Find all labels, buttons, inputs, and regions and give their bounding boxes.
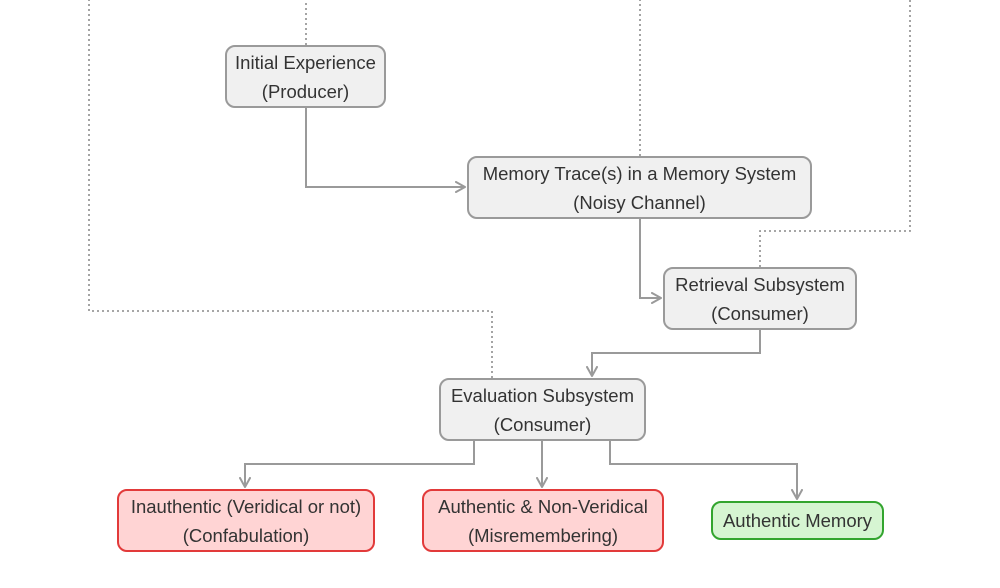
- node-label-line2: (Confabulation): [182, 524, 310, 546]
- node-label-line1: Inauthentic (Veridical or not): [130, 495, 362, 517]
- node-retrieval-subsystem: Retrieval Subsystem (Consumer): [663, 267, 857, 330]
- node-label-line1: Retrieval Subsystem: [675, 273, 845, 295]
- node-label-line2: (Misremembering): [467, 524, 619, 546]
- feedback-line-evaluation: [88, 0, 493, 378]
- connectors: [239, 108, 803, 500]
- feedback-line-retrieval: [759, 0, 911, 267]
- node-label-line2: (Consumer): [711, 302, 809, 324]
- node-evaluation-subsystem: Evaluation Subsystem (Consumer): [439, 378, 646, 441]
- connector-evaluation-to-inauthentic: [239, 441, 475, 488]
- node-memory-trace: Memory Trace(s) in a Memory System (Nois…: [467, 156, 812, 219]
- connector-initial-to-trace: [305, 108, 466, 193]
- node-label-line2: (Consumer): [493, 413, 592, 435]
- node-label-line1: Initial Experience: [235, 51, 376, 73]
- node-label-line2: (Producer): [261, 80, 350, 102]
- connector-evaluation-to-authentic: [609, 441, 803, 500]
- node-inauthentic-confabulation: Inauthentic (Veridical or not) (Confabul…: [117, 489, 375, 552]
- node-label-line1: Authentic Memory: [722, 510, 873, 531]
- connector-trace-to-retrieval: [639, 219, 662, 304]
- node-label-line1: Authentic & Non-Veridical: [438, 495, 648, 517]
- node-authentic-non-veridical: Authentic & Non-Veridical (Misrememberin…: [422, 489, 664, 552]
- connector-retrieval-to-evaluation: [586, 330, 761, 377]
- node-initial-experience: Initial Experience (Producer): [225, 45, 386, 108]
- feedback-lines: [88, 0, 911, 378]
- node-label-line1: Evaluation Subsystem: [450, 384, 635, 406]
- node-authentic-memory: Authentic Memory: [711, 501, 884, 540]
- node-label-line2: (Noisy Channel): [573, 191, 706, 213]
- node-label-line1: Memory Trace(s) in a Memory System: [482, 162, 797, 184]
